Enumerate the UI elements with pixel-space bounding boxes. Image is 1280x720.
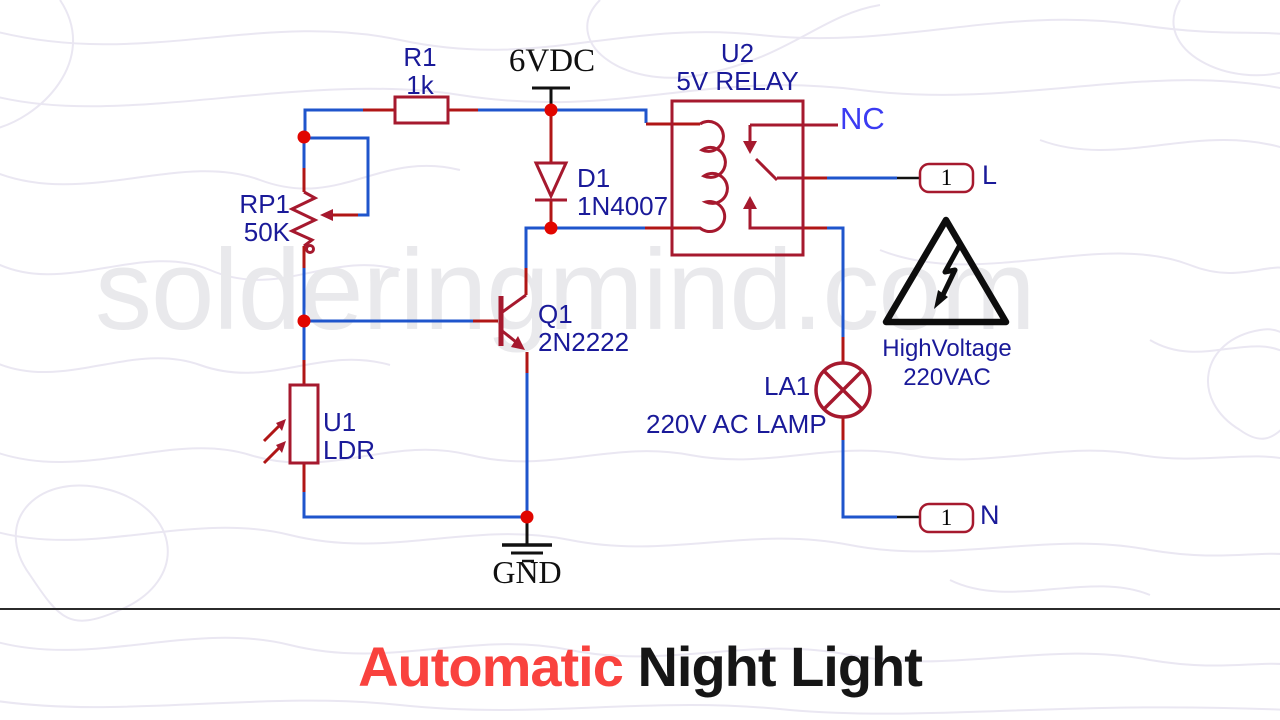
d1-ref: D1 [577,163,611,193]
relay-u2-symbol [670,99,838,257]
rp1-value: 50K [243,216,290,247]
potentiometer-rp1-symbol [288,190,333,254]
label-la1: LA1 [764,371,811,401]
u2-value: 5V RELAY [676,65,799,96]
label-d1: D1 1N4007 [577,163,669,221]
high-voltage-warning-icon [882,216,1010,326]
r1-ref: R1 [403,42,437,72]
q1-ref: Q1 [538,299,573,329]
wires [302,108,897,519]
title-band: Automatic Night Light [0,608,1280,720]
component-pins [302,108,845,492]
terminal-l-box [918,162,975,194]
high-voltage-line2: 220VAC [903,364,991,392]
label-rp1: RP1 50K [218,189,290,247]
d1-value: 1N4007 [577,190,669,221]
u1-value: LDR [323,434,376,465]
label-high-voltage: HighVoltage 220VAC [866,334,1028,393]
u2-ref: U2 [720,38,755,68]
ground-symbol [502,517,552,563]
rp1-ref: RP1 [239,189,290,219]
label-relay-nc: NC [840,101,885,136]
terminal-live-pin-number: 1 [940,165,953,190]
resistor-r1-symbol [393,95,450,125]
ldr-u1-symbol [262,383,320,465]
label-terminal-neutral: N [980,500,1000,530]
label-lamp-value: 220V AC LAMP [646,409,827,439]
page-title-highlight: Automatic [358,634,624,698]
watermark-text: solderingmind.com [95,227,1036,354]
transistor-q1-symbol [498,293,527,350]
high-voltage-line1: HighVoltage [882,335,1012,362]
u1-ref: U1 [323,407,357,437]
r1-value: 1k [406,69,434,100]
junction-dots [297,103,558,524]
terminal-n-box [918,502,975,534]
label-u2: U2 5V RELAY [655,38,820,96]
label-power-6vdc: 6VDC [508,43,596,79]
lamp-la1-symbol [814,361,872,419]
page-title-rest: Night Light [622,634,922,698]
q1-value: 2N2222 [538,326,630,357]
label-terminal-live: L [982,160,998,190]
label-gnd: GND [492,554,562,590]
diode-d1-symbol [533,161,569,202]
circuit-schematic [262,86,1010,563]
label-q1: Q1 2N2222 [538,299,630,357]
label-u1: U1 LDR [323,407,376,465]
terminal-neutral-pin-number: 1 [940,505,953,530]
label-r1: R1 1k [384,42,456,100]
